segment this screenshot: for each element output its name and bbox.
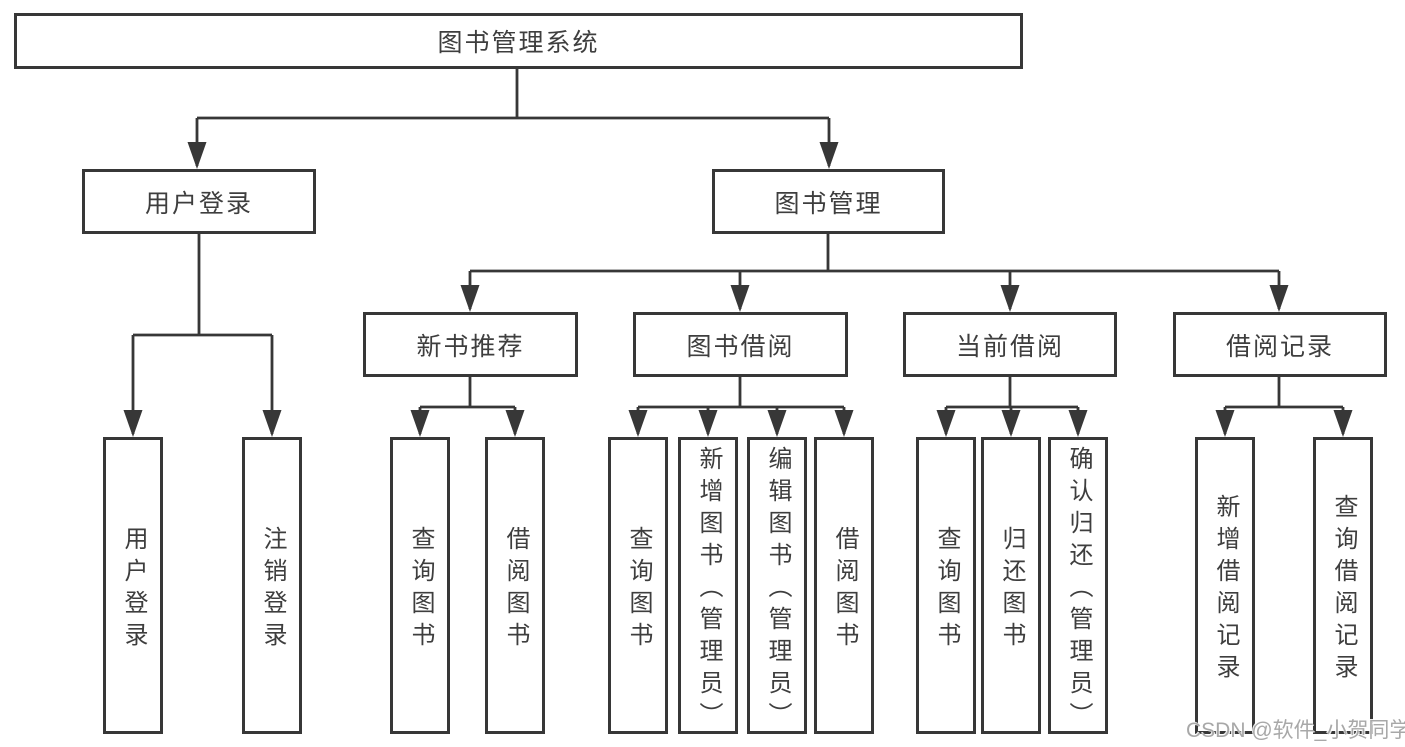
node-label: 归还图书 [998,525,1025,654]
node-label: 新增借阅记录 [1212,493,1239,686]
node-label: 查询借阅记录 [1330,493,1357,686]
node-library-management-system: 图书管理系统 [14,13,1023,69]
node-book-borrowing: 图书借阅 [633,312,848,377]
node-label: 注销登录 [259,525,286,654]
node-label: 确认归还（管理员） [1065,445,1092,734]
node-book-management: 图书管理 [712,169,945,234]
node-current-borrowing: 当前借阅 [903,312,1117,377]
node-label: 用户登录 [120,525,147,654]
node-label: 图书管理系统 [437,29,600,57]
leaf-borrow-books-recommend: 借阅图书 [485,437,545,734]
node-label: 新增图书（管理员） [695,445,722,734]
leaf-query-borrow-record: 查询借阅记录 [1313,437,1373,734]
leaf-borrow-books-borrowing: 借阅图书 [814,437,874,734]
node-label: 借阅图书 [831,525,858,654]
leaf-query-books-recommend: 查询图书 [390,437,450,734]
node-new-book-recommend: 新书推荐 [363,312,578,377]
csdn-watermark: CSDN @软件_小贺同学 [1186,719,1405,742]
leaf-confirm-return-admin: 确认归还（管理员） [1048,437,1108,734]
leaf-edit-books-admin: 编辑图书（管理员） [747,437,807,734]
node-label: 用户登录 [144,189,253,218]
node-label: 图书借阅 [686,332,795,361]
node-label: 编辑图书（管理员） [764,445,791,734]
leaf-query-books-current: 查询图书 [916,437,976,734]
node-label: 借阅记录 [1225,332,1334,361]
leaf-add-borrow-record: 新增借阅记录 [1195,437,1255,734]
node-label: 查询图书 [933,525,960,654]
node-borrowing-records: 借阅记录 [1173,312,1387,377]
node-label: 查询图书 [625,525,652,654]
leaf-add-books-admin: 新增图书（管理员） [678,437,738,734]
leaf-logout: 注销登录 [242,437,302,734]
node-label: 当前借阅 [955,332,1064,361]
node-label: 查询图书 [407,525,434,654]
node-label: 新书推荐 [416,332,525,361]
leaf-user-login: 用户登录 [103,437,163,734]
leaf-return-books: 归还图书 [981,437,1041,734]
node-label: 借阅图书 [502,525,529,654]
node-user-login: 用户登录 [82,169,316,234]
leaf-query-books-borrowing: 查询图书 [608,437,668,734]
node-label: 图书管理 [774,189,883,218]
